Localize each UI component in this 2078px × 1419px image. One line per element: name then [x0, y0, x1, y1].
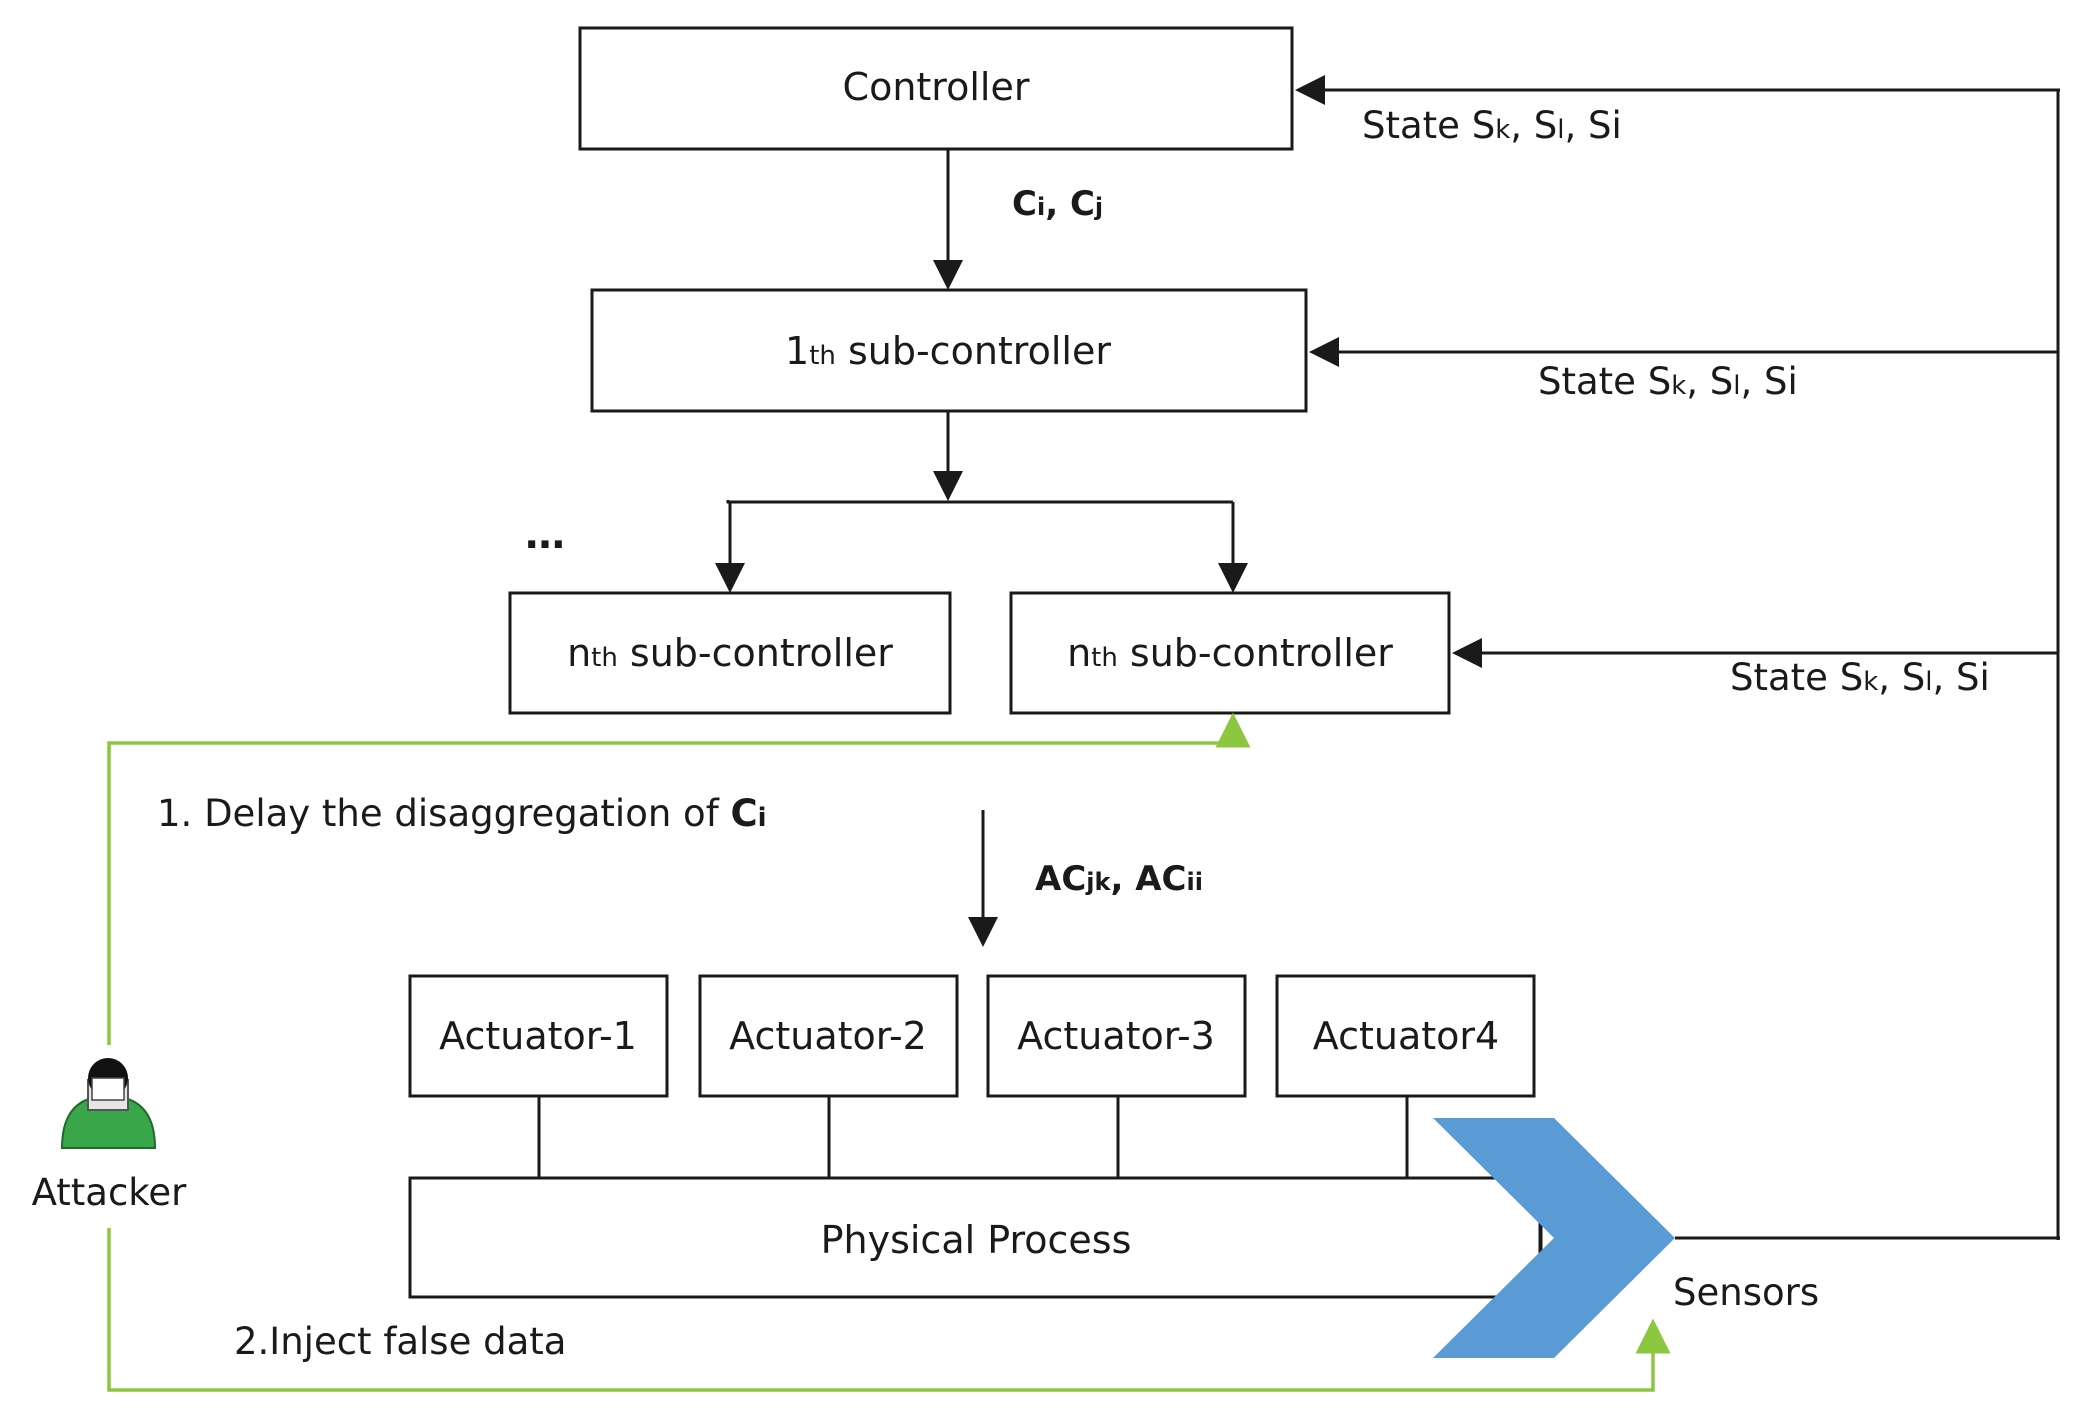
- attack-path-delay: [107, 712, 1251, 1045]
- actuator-2-box: Actuator-2: [698, 974, 959, 1098]
- sensors-label: Sensors: [1673, 1271, 1819, 1314]
- actuator-3-box: Actuator-3: [986, 974, 1247, 1098]
- sub-controller-1-label: 1th sub-controller: [785, 329, 1111, 373]
- physical-process-label: Physical Process: [821, 1218, 1132, 1262]
- sub-controller-n-left-box: nth sub-controller: [508, 591, 952, 715]
- chevron-sensor-icon: [1433, 1118, 1675, 1358]
- actuator-3-label: Actuator-3: [1017, 1014, 1215, 1058]
- actuator-commands-label: ACjk, ACii: [1035, 859, 1203, 899]
- actuator-1-label: Actuator-1: [439, 1014, 637, 1058]
- state-label-top: State Sk, Sl, Si: [1362, 104, 1622, 147]
- actuator-connectors: [537, 1096, 1409, 1178]
- sub-controller-n-right-label: nth sub-controller: [1067, 631, 1393, 675]
- actuator-2-label: Actuator-2: [729, 1014, 927, 1058]
- ellipsis-label: …: [525, 512, 565, 558]
- actuator-4-label: Actuator4: [1313, 1014, 1499, 1058]
- state-label-bottom: State Sk, Sl, Si: [1730, 656, 1990, 699]
- controller-output-label: Ci, Cj: [1012, 184, 1103, 224]
- sub1-to-subn-arrows: [715, 411, 1248, 593]
- controller-box: Controller: [578, 26, 1294, 151]
- attacker-person-icon: [60, 1058, 157, 1149]
- sub-controller-n-left-label: nth sub-controller: [567, 631, 893, 675]
- attack-step-1-label: 1. Delay the disaggregation of Ci: [157, 792, 767, 835]
- attack-path-inject: [107, 1228, 1671, 1392]
- actuator-1-box: Actuator-1: [408, 974, 669, 1098]
- sub-controller-n-right-box: nth sub-controller: [1009, 591, 1451, 715]
- sub-controller-1-box: 1th sub-controller: [590, 288, 1308, 413]
- controller-label: Controller: [843, 65, 1030, 109]
- state-label-middle: State Sk, Sl, Si: [1538, 360, 1798, 403]
- physical-process-box: Physical Process: [408, 1176, 1542, 1299]
- state-feedback-lines: [1295, 75, 2060, 1240]
- attack-step-2-label: 2.Inject false data: [234, 1320, 566, 1363]
- actuator-4-box: Actuator4: [1275, 974, 1536, 1098]
- attacker-label: Attacker: [32, 1171, 188, 1214]
